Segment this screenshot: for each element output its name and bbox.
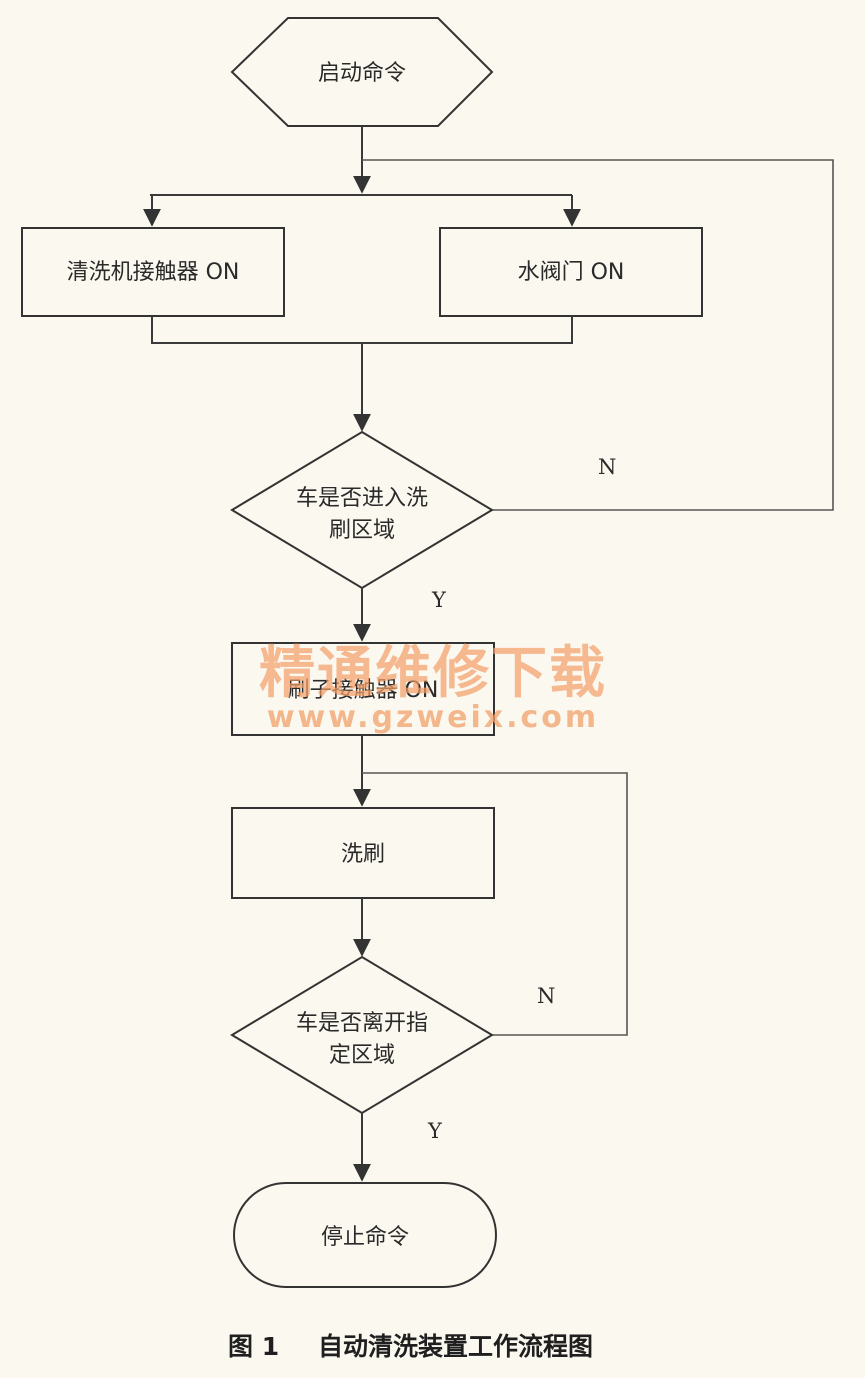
water-valve-label: 水阀门 ON [518, 260, 625, 285]
brush-contactor-label: 刷子接触器 ON [288, 678, 439, 703]
decision-leave-yes-label: Y [427, 1119, 443, 1143]
wash-label: 洗刷 [341, 842, 385, 867]
decision-enter-line1: 车是否进入洗 [296, 486, 428, 511]
caption-number: 图 1 [228, 1332, 279, 1361]
decision-leave-line2: 定区域 [329, 1043, 395, 1068]
washer-contactor-box [21, 227, 285, 317]
connector-loop-back-2 [362, 772, 628, 1036]
decision-enter-line2: 刷区域 [329, 518, 395, 543]
stop-node-label: 停止命令 [321, 1225, 409, 1250]
watermark-line2: www.gzweix.com [267, 700, 599, 735]
brush-contactor-box [231, 642, 495, 736]
start-node-label: 启动命令 [318, 61, 406, 86]
decision-leave-no-label: N [537, 984, 555, 1008]
connector-loop-back-1 [362, 159, 834, 511]
water-valve-box [439, 227, 703, 317]
decision-leave-line1: 车是否离开指 [296, 1011, 428, 1036]
caption-title: 自动清洗装置工作流程图 [318, 1332, 593, 1361]
decision-enter-yes-label: Y [431, 588, 447, 612]
stop-node [233, 1182, 497, 1288]
start-node [230, 17, 494, 127]
watermark-line1: 精通维修下载 [259, 641, 607, 706]
connector-merge-bar [151, 316, 573, 344]
wash-box [231, 807, 495, 899]
washer-contactor-label: 清洗机接触器 ON [67, 260, 240, 285]
decision-enter-no-label: N [598, 455, 616, 479]
